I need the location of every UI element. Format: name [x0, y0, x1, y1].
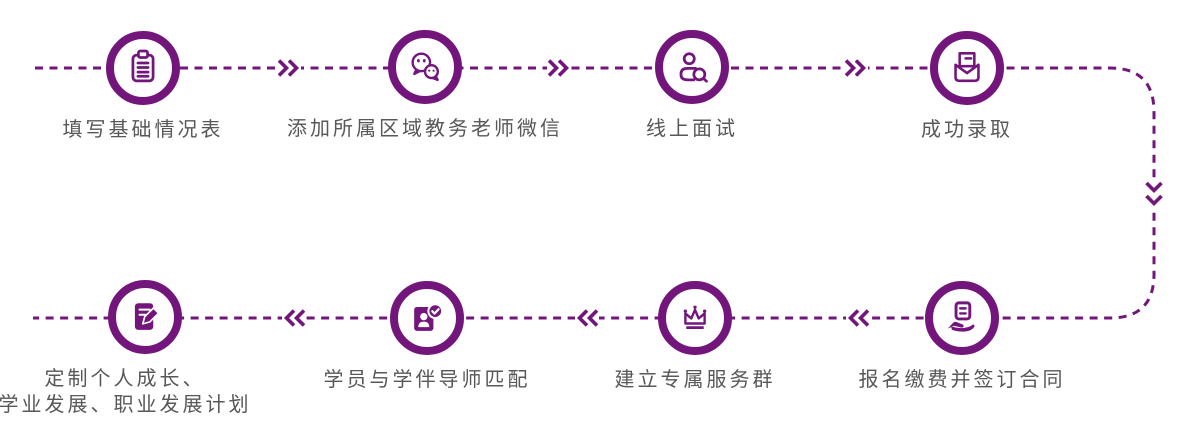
step-circle	[390, 281, 464, 355]
flow-step-6: 建立专属服务群	[545, 281, 845, 393]
step-label-text: 学员与学伴导师匹配	[323, 369, 531, 391]
step-label: 添加所属区域教务老师微信	[287, 116, 563, 142]
step-label: 建立专属服务群	[615, 367, 776, 393]
step-label-text: 线上面试	[646, 118, 738, 140]
flow-step-7: 学员与学伴导师匹配	[277, 281, 577, 393]
step-label: 学员与学伴导师匹配	[324, 367, 531, 393]
envelope-letter-icon	[954, 52, 980, 83]
step-label: 报名缴费并签订合同	[859, 367, 1066, 393]
arrow-left-icon	[847, 309, 870, 327]
flow-step-1: 填写基础情况表	[0, 31, 293, 143]
step-circle	[388, 30, 462, 104]
step-label: 线上面试	[646, 116, 738, 142]
step-circle	[925, 281, 999, 355]
clipboard-icon	[131, 49, 155, 83]
step-label-text: 建立专属服务群	[614, 369, 776, 391]
step-label-text-line1: 定制个人成长、	[44, 368, 206, 390]
step-label: 定制个人成长、 学业发展、职业发展计划	[0, 366, 252, 418]
flow-step-5: 报名缴费并签订合同	[812, 281, 1112, 393]
arrow-left-icon	[576, 309, 599, 327]
wechat-icon	[411, 52, 440, 82]
arrow-right-icon	[844, 59, 867, 77]
arrow-right-icon	[277, 59, 300, 77]
step-label-text: 填写基础情况表	[62, 119, 224, 141]
step-label: 填写基础情况表	[63, 117, 224, 143]
hand-document-icon	[947, 301, 975, 332]
flow-step-3: 线上面试	[542, 30, 842, 142]
arrow-left-icon	[283, 309, 306, 327]
step-circle	[106, 31, 180, 105]
step-circle	[108, 280, 182, 354]
step-label-text: 添加所属区域教务老师微信	[287, 118, 563, 140]
notebook-pencil-icon	[134, 303, 160, 330]
arrow-down-icon	[1145, 181, 1163, 207]
flow-step-2: 添加所属区域教务老师微信	[275, 30, 575, 142]
flow-step-4: 成功录取	[817, 31, 1117, 143]
step-label-text-line2: 学业发展、职业发展计划	[0, 394, 252, 416]
flow-connector-path	[33, 66, 1156, 320]
crown-icon	[683, 305, 707, 329]
arrow-right-icon	[547, 59, 570, 77]
step-circle	[658, 281, 732, 355]
step-label-text: 报名缴费并签订合同	[858, 369, 1066, 391]
step-label-text: 成功录取	[921, 119, 1013, 141]
step-circle	[930, 31, 1004, 105]
person-search-icon	[679, 52, 708, 83]
flow-step-8: 定制个人成长、 学业发展、职业发展计划	[0, 280, 295, 418]
step-label: 成功录取	[921, 117, 1013, 143]
step-circle	[655, 30, 729, 104]
id-card-check-icon	[414, 303, 444, 331]
